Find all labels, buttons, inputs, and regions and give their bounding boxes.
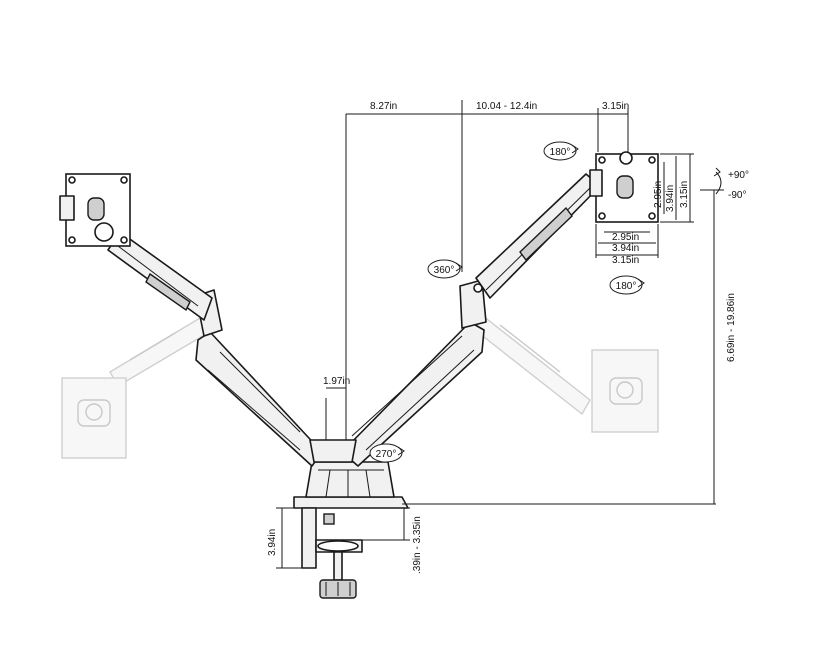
dim-arm-reach-left: 8.27in bbox=[370, 101, 397, 112]
svg-text:180°: 180° bbox=[616, 281, 637, 292]
dim-pole-width: 1.97in bbox=[323, 376, 350, 387]
rotation-badge-arm-swivel: 360° bbox=[427, 259, 463, 279]
svg-text:180°: 180° bbox=[550, 147, 571, 158]
rotation-badge-plate-bottom: 180° bbox=[609, 275, 645, 295]
tilt-up-label: +90° bbox=[728, 170, 749, 181]
center-pole bbox=[309, 398, 357, 463]
dim-vesa-h-small: 2.95in bbox=[653, 181, 664, 208]
dim-vesa-w-small: 2.95in bbox=[612, 232, 639, 243]
right-arm bbox=[341, 151, 659, 467]
dim-clamp-depth: 3.94in bbox=[267, 529, 278, 556]
dim-vesa-h-large: 3.94in bbox=[665, 185, 676, 212]
dim-height-range: 6.69in - 19.86in bbox=[726, 293, 737, 362]
dim-vesa-h-outer: 3.15in bbox=[679, 181, 690, 208]
rotation-badge-base-swivel: 270° bbox=[369, 443, 405, 463]
svg-text:270°: 270° bbox=[376, 449, 397, 460]
dim-vesa-w-outer: 3.15in bbox=[612, 255, 639, 266]
tilt-down-label: -90° bbox=[728, 190, 746, 201]
ghost-left-arm bbox=[61, 316, 207, 459]
desk-clamp bbox=[293, 461, 409, 599]
dim-clamp-range: .39in - 3.35in bbox=[412, 516, 423, 574]
dim-vesa-w-large: 3.94in bbox=[612, 243, 639, 254]
dimension-lines bbox=[276, 100, 724, 569]
rotation-badge-plate-top: 180° bbox=[543, 141, 579, 161]
left-arm bbox=[59, 173, 323, 467]
ghost-right-arm bbox=[469, 310, 659, 433]
svg-text:360°: 360° bbox=[434, 265, 455, 276]
dim-plate-width-top: 3.15in bbox=[602, 101, 629, 112]
dim-arm-reach-right: 10.04 - 12.4in bbox=[476, 101, 537, 112]
